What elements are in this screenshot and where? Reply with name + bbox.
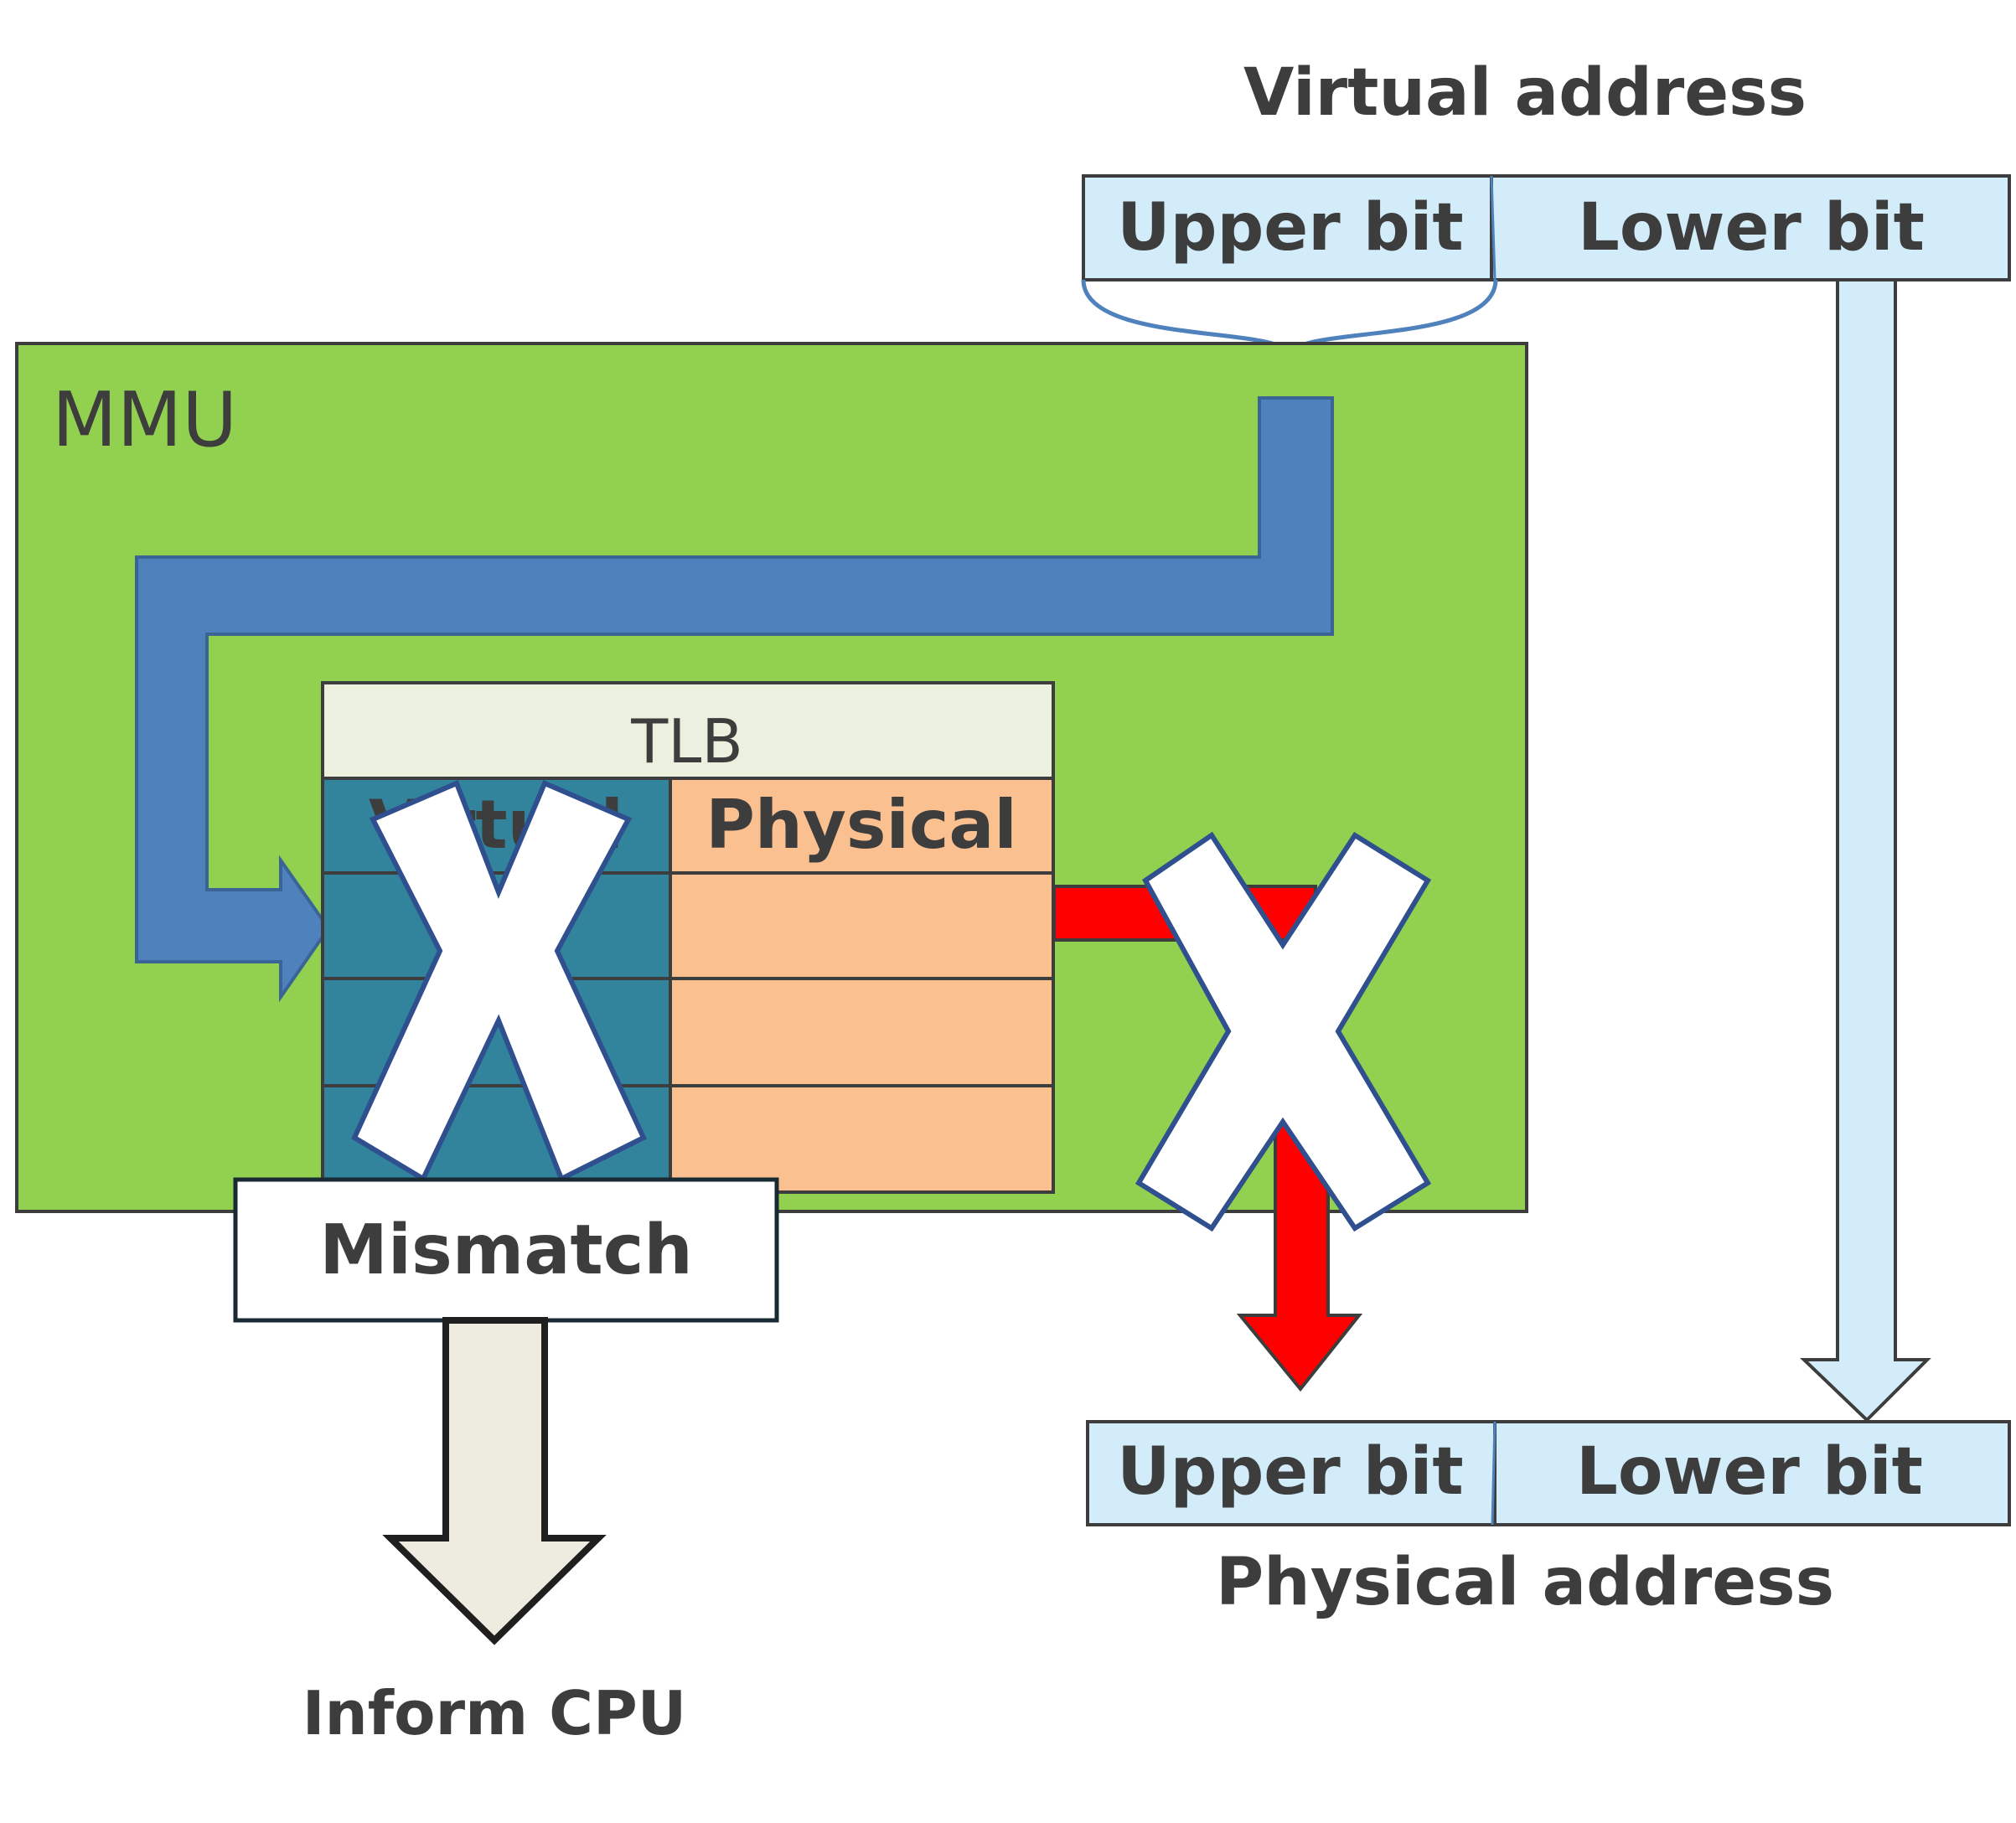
virtual-lower-cell [1490,174,2011,281]
physical-upper-label: Upper bit [1117,1434,1463,1510]
mismatch-box [233,1177,779,1323]
physical-address-bar: Upper bit Lower bit [1086,1420,2011,1526]
mmu-label: MMU [52,376,237,464]
inform-cpu-label: Inform CPU [302,1678,687,1748]
physical-address-title: Physical address [1216,1545,1834,1620]
upper-bit-path [135,396,1334,1003]
virtual-upper-label: Upper bit [1117,190,1463,266]
physical-lower-label: Lower bit [1576,1434,1923,1510]
mismatch-label: Mismatch [319,1211,692,1290]
virtual-lower-label: Lower bit [1578,190,1925,266]
tlb-physical-column [669,777,1055,1194]
x-mark-icon [1135,831,1432,1232]
tlb-title: TLB [630,706,743,777]
virtual-address-bar: Upper bit Lower bit [1082,174,2011,281]
x-mark-icon [351,780,647,1183]
virtual-upper-cell [1082,174,1493,281]
virtual-address-title: Virtual address [1243,55,1807,131]
inform-cpu-arrow [382,1317,607,1645]
tlb-physical-header: Physical [706,786,1017,864]
lower-bit-arrow [1800,278,1931,1423]
